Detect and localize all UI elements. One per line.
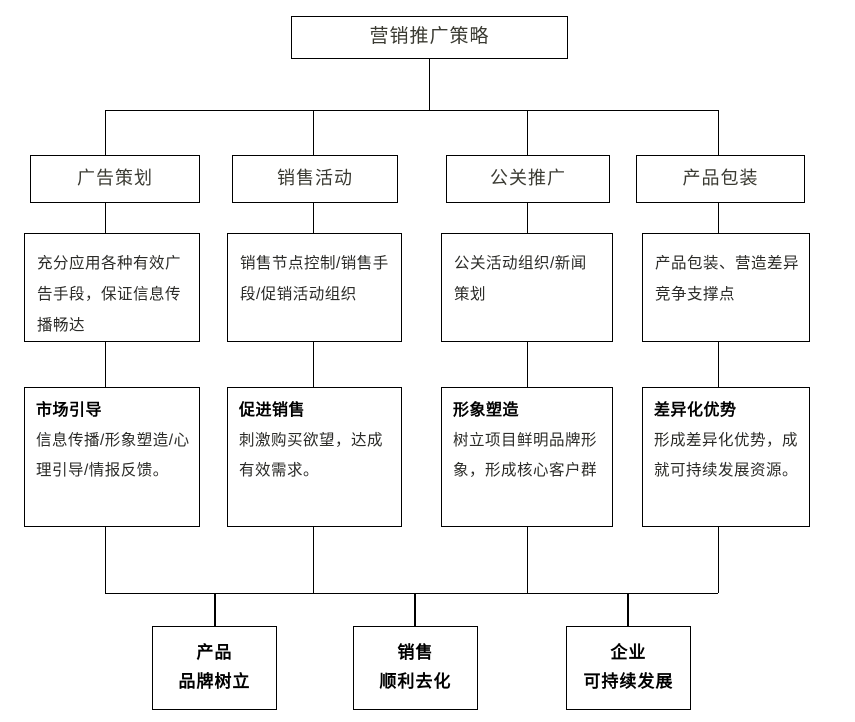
outcome-heading-1: 市场引导 xyxy=(36,402,103,419)
connector-cat3-to-desc3 xyxy=(527,203,528,233)
connector-bus-drop-3 xyxy=(527,110,528,155)
connector-root-stem xyxy=(429,59,430,110)
description-box-4[interactable]: 产品包装、营造差异竞争支撑点 xyxy=(642,233,810,342)
connector-desc4-to-outcome4 xyxy=(718,342,719,387)
connector-outcome2-down xyxy=(313,527,314,593)
description-box-3[interactable]: 公关活动组织/新闻策划 xyxy=(441,233,613,342)
description-box-2[interactable]: 销售节点控制/销售手段/促销活动组织 xyxy=(227,233,402,342)
result-box-3[interactable]: 企业 可持续发展 xyxy=(566,626,691,710)
category-box-2[interactable]: 销售活动 xyxy=(232,155,398,203)
connector-bus-drop-2 xyxy=(313,110,314,155)
category-box-1[interactable]: 广告策划 xyxy=(30,155,200,203)
connector-level2-bus xyxy=(105,110,718,111)
outcome-box-3[interactable]: 形象塑造 树立项目鲜明品牌形象，形成核心客户群 xyxy=(441,387,613,527)
category-label-4: 产品包装 xyxy=(682,168,759,189)
result-label-2-line1: 销售 xyxy=(397,643,434,663)
outcome-heading-3: 形象塑造 xyxy=(453,402,520,419)
outcome-box-4[interactable]: 差异化优势 形成差异化优势，成就可持续发展资源。 xyxy=(642,387,810,527)
connector-cat4-to-desc4 xyxy=(718,203,719,233)
outcome-box-2[interactable]: 促进销售 刺激购买欲望，达成有效需求。 xyxy=(227,387,402,527)
description-text-2: 销售节点控制/销售手段/促销活动组织 xyxy=(240,255,389,303)
connector-result-drop-3 xyxy=(627,593,629,626)
connector-bus-drop-1 xyxy=(105,110,106,155)
connector-outcome4-down xyxy=(718,527,719,593)
outcome-heading-2: 促进销售 xyxy=(239,402,306,419)
connector-desc1-to-outcome1 xyxy=(105,342,106,387)
outcome-box-1[interactable]: 市场引导 信息传播/形象塑造/心理引导/情报反馈。 xyxy=(24,387,200,527)
connector-desc3-to-outcome3 xyxy=(527,342,528,387)
connector-bus-drop-4 xyxy=(718,110,719,155)
result-label-1-line1: 产品 xyxy=(196,643,233,663)
outcome-body-3: 树立项目鲜明品牌形象，形成核心客户群 xyxy=(453,432,598,479)
connector-outcome3-down xyxy=(527,527,528,593)
description-box-1[interactable]: 充分应用各种有效广告手段，保证信息传播畅达 xyxy=(24,233,200,342)
result-label-3-line2: 可持续发展 xyxy=(583,672,674,691)
root-node[interactable]: 营销推广策略 xyxy=(291,16,568,59)
connector-cat1-to-desc1 xyxy=(105,203,106,233)
category-box-4[interactable]: 产品包装 xyxy=(636,155,805,203)
outcome-body-2: 刺激购买欲望，达成有效需求。 xyxy=(239,432,384,479)
category-box-3[interactable]: 公关推广 xyxy=(446,155,610,203)
connector-desc2-to-outcome2 xyxy=(313,342,314,387)
connector-result-drop-2 xyxy=(414,593,416,626)
outcome-body-1: 信息传播/形象塑造/心理引导/情报反馈。 xyxy=(36,432,190,479)
description-text-3: 公关活动组织/新闻策划 xyxy=(454,255,587,303)
category-label-1: 广告策划 xyxy=(77,168,153,189)
category-label-3: 公关推广 xyxy=(490,168,566,189)
description-text-1: 充分应用各种有效广告手段，保证信息传播畅达 xyxy=(37,255,182,334)
category-label-2: 销售活动 xyxy=(277,168,353,189)
root-node-label: 营销推广策略 xyxy=(369,26,490,48)
connector-outcome1-down xyxy=(105,527,106,593)
outcome-heading-4: 差异化优势 xyxy=(654,402,737,419)
description-text-4: 产品包装、营造差异竞争支撑点 xyxy=(655,255,800,303)
connector-cat2-to-desc2 xyxy=(313,203,314,233)
result-box-1[interactable]: 产品 品牌树立 xyxy=(152,626,277,710)
connector-result-drop-1 xyxy=(214,593,216,626)
result-label-2-line2: 顺利去化 xyxy=(379,672,452,691)
result-box-2[interactable]: 销售 顺利去化 xyxy=(353,626,478,710)
connector-result-bus xyxy=(105,593,718,594)
result-label-1-line2: 品牌树立 xyxy=(178,672,251,691)
outcome-body-4: 形成差异化优势，成就可持续发展资源。 xyxy=(654,432,799,479)
result-label-3-line1: 企业 xyxy=(610,643,647,663)
